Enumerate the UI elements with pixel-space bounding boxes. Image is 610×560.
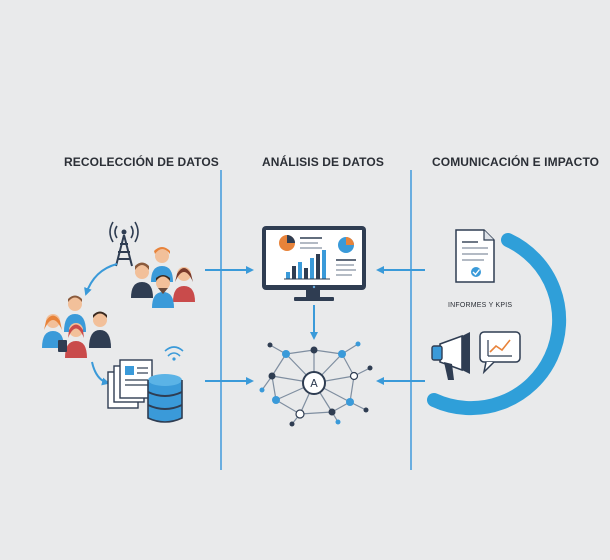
svg-text:A: A bbox=[310, 377, 318, 390]
report-document-icon bbox=[455, 229, 495, 283]
megaphone-icon bbox=[431, 332, 470, 380]
monitor-dashboard-icon bbox=[262, 226, 366, 301]
column-divider-right bbox=[410, 170, 412, 470]
people-group-icon bbox=[131, 247, 195, 308]
chart-bubble-icon bbox=[479, 331, 521, 375]
arrow-curve-right bbox=[91, 361, 110, 386]
people-group-icon bbox=[42, 295, 111, 358]
reports-kpis-label: INFORMES Y KPIS bbox=[448, 302, 513, 309]
column-title-analysis: ANÁLISIS DE DATOS bbox=[262, 155, 384, 169]
arrow-curve-left bbox=[84, 263, 118, 296]
column-divider-left bbox=[220, 170, 222, 470]
column-title-collection: RECOLECCIÓN DE DATOS bbox=[64, 155, 219, 169]
feedback-cycle-arrow bbox=[427, 233, 567, 416]
column-title-communication: COMUNICACIÓN E IMPACTO bbox=[432, 155, 600, 169]
wifi-icon bbox=[164, 346, 184, 361]
documents-icon bbox=[107, 359, 153, 409]
database-icon bbox=[147, 374, 183, 423]
radio-tower-icon bbox=[109, 221, 139, 267]
